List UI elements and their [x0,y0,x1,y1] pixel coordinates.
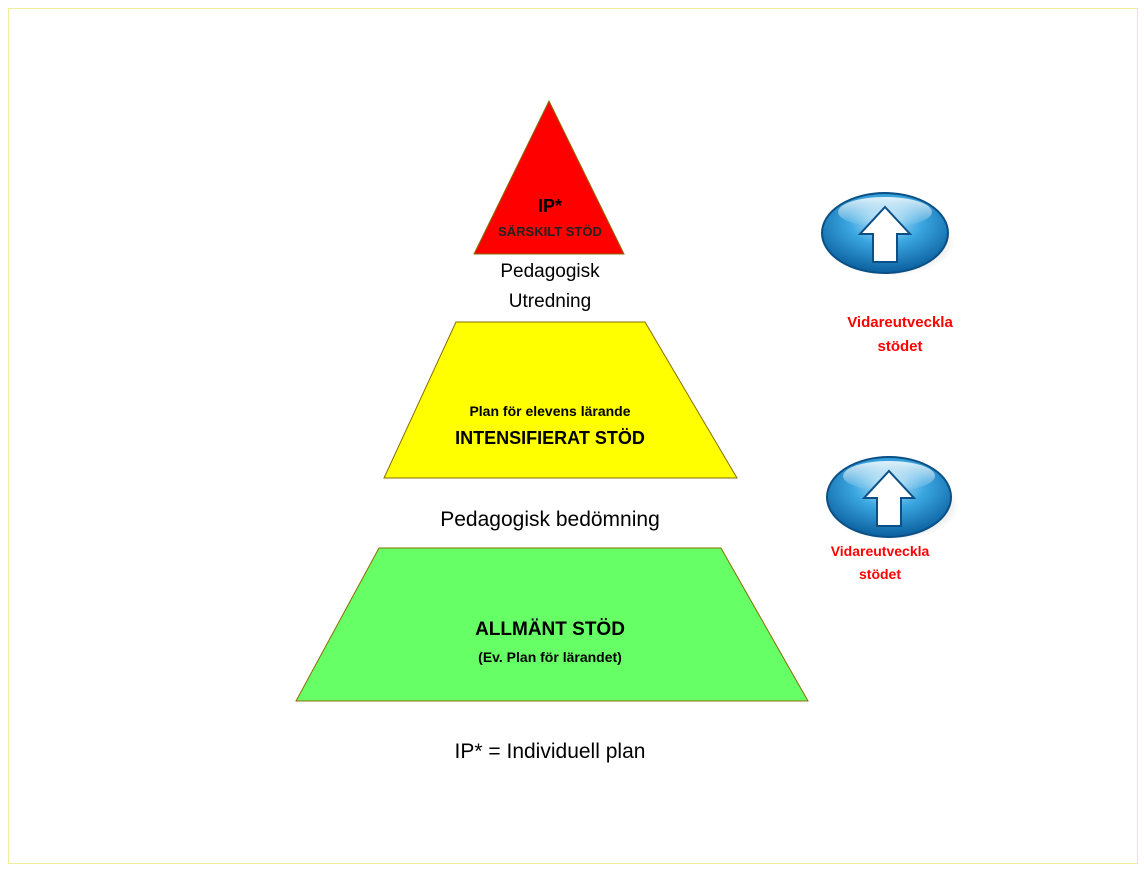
middle-level-title: Plan för elevens lärande [469,403,631,419]
middle-level-subtitle: INTENSIFIERAT STÖD [455,428,645,448]
upper-action-label-line2: stödet [877,338,923,355]
lower-action-label-line2: stödet [859,566,901,582]
lower-action-label-line1: Vidareutveckla [830,543,930,559]
bottom-level-trapezoid [295,547,809,702]
upper-transition-label-line1: Pedagogisk [500,261,600,282]
top-level-title: IP* [537,196,562,216]
upper-transition-label-line2: Utredning [508,291,592,312]
lower-transition-label: Pedagogisk bedömning [440,508,660,531]
slide-frame [8,8,1138,864]
bottom-level-title: ALLMÄNT STÖD [475,619,625,640]
top-level-subtitle: SÄRSKILT STÖD [498,224,602,239]
middle-level-trapezoid [383,321,738,479]
up-arrow-button-icon [826,456,959,540]
footnote: IP* = Individuell plan [454,740,646,763]
up-arrow-button-icon [821,192,955,276]
bottom-level-subtitle: (Ev. Plan för lärandet) [478,649,622,665]
top-level-triangle [473,99,625,255]
upper-action-label-line1: Vidareutveckla [847,314,953,331]
